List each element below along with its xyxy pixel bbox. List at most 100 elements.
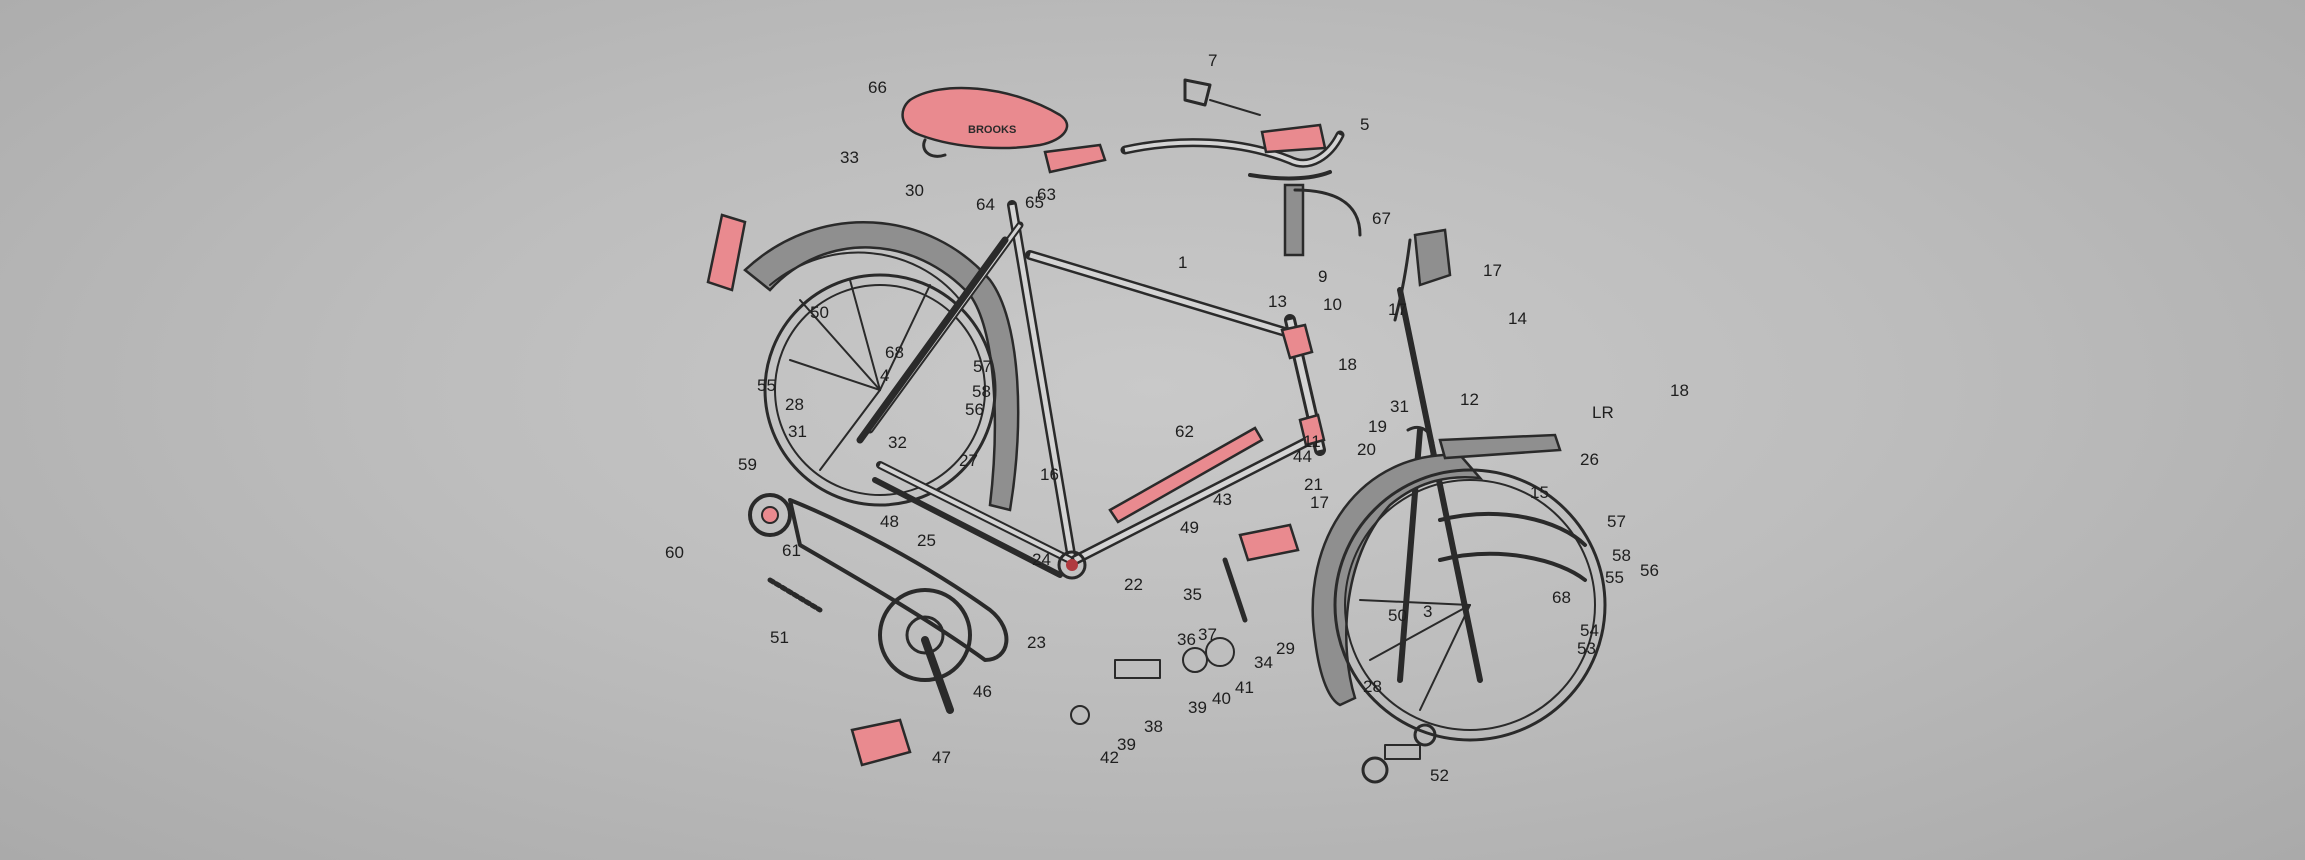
- callout-label-11: 11: [1303, 432, 1321, 451]
- bell-lever: [1183, 78, 1261, 116]
- saddle-brand-label: BROOKS: [968, 124, 1016, 136]
- callout-label-41: 41: [1235, 678, 1254, 697]
- front-hub: [1361, 723, 1437, 784]
- callout-label-3: 3: [1423, 602, 1432, 621]
- callout-label-17: 17: [1310, 493, 1329, 512]
- callout-label-55: 55: [757, 376, 776, 395]
- callout-label-55: 55: [1605, 568, 1624, 587]
- callout-label-14: 14: [1508, 309, 1527, 328]
- callout-label-13: 13: [1268, 292, 1287, 311]
- callout-label-31: 31: [788, 422, 807, 441]
- callout-label-58: 58: [972, 382, 991, 401]
- rear-light: [1393, 238, 1412, 322]
- callout-label-46: 46: [973, 682, 992, 701]
- callout-label-28: 28: [785, 395, 804, 414]
- callout-label-57: 57: [1607, 512, 1626, 531]
- callout-label-LR: LR: [1592, 403, 1614, 422]
- callout-label-9: 9: [1318, 267, 1327, 286]
- callout-label-24: 24: [1032, 550, 1051, 569]
- callout-label-50: 50: [810, 303, 829, 322]
- callout-label-29: 29: [1276, 639, 1295, 658]
- pedal-right: [1238, 523, 1300, 562]
- callout-label-36: 36: [1177, 630, 1196, 649]
- callout-label-4: 4: [880, 366, 889, 385]
- bottom-bracket-parts: [1070, 557, 1248, 725]
- callout-label-27: 27: [959, 451, 978, 470]
- callout-label-21: 21: [1304, 475, 1323, 494]
- callout-label-34: 34: [1254, 653, 1273, 672]
- callout-label-51: 51: [770, 628, 789, 647]
- callout-label-52: 52: [1430, 766, 1449, 785]
- callout-label-39: 39: [1117, 735, 1136, 754]
- callout-label-16: 16: [1040, 465, 1059, 484]
- stem: [1283, 183, 1362, 257]
- saddle: BROOKS: [901, 86, 1069, 158]
- callout-label-63: 63: [1037, 185, 1056, 204]
- callout-label-48: 48: [880, 512, 899, 531]
- callout-label-44: 44: [1293, 447, 1312, 466]
- chainring: [878, 588, 972, 682]
- callout-label-49: 49: [1180, 518, 1199, 537]
- callout-label-50: 50: [1388, 606, 1407, 625]
- callout-label-20: 20: [1357, 440, 1376, 459]
- callout-label-12: 12: [1460, 390, 1479, 409]
- front-fender: [1311, 453, 1484, 707]
- rear-mudflap-part: [706, 213, 747, 292]
- callout-label-68: 68: [1552, 588, 1571, 607]
- callout-label-18: 18: [1338, 355, 1357, 374]
- callout-label-17: 17: [1483, 261, 1502, 280]
- callout-label-40: 40: [1212, 689, 1231, 708]
- callout-label-39: 39: [1188, 698, 1207, 717]
- front-wheel: [1333, 468, 1607, 742]
- main-frame: [856, 200, 1326, 580]
- callout-label-25: 25: [917, 531, 936, 550]
- callout-label-26: 26: [1580, 450, 1599, 469]
- rear-sprocket: [748, 493, 792, 537]
- callout-label-56: 56: [1640, 561, 1659, 580]
- callout-label-43: 43: [1213, 490, 1232, 509]
- callout-label-7: 7: [1208, 51, 1217, 70]
- callout-label-54: 54: [1580, 621, 1599, 640]
- callout-label-35: 35: [1183, 585, 1202, 604]
- crank-arm: [921, 636, 954, 714]
- grip-left: [1043, 143, 1107, 174]
- rear-fender: [743, 221, 1020, 512]
- callout-label-65: 65: [1025, 193, 1044, 212]
- callout-label-1: 1: [1178, 253, 1187, 272]
- callout-label-37: 37: [1198, 625, 1217, 644]
- callout-label-28: 28: [1363, 677, 1382, 696]
- pedal-left: [850, 718, 912, 767]
- callout-label-62: 62: [1175, 422, 1194, 441]
- callout-label-67: 67: [1372, 209, 1391, 228]
- callout-label-18: 18: [1670, 381, 1689, 400]
- chainguard: [788, 498, 1009, 662]
- frame-pump: [1108, 426, 1264, 524]
- callout-label-17: 17: [1388, 300, 1407, 319]
- callout-label-59: 59: [738, 455, 757, 474]
- callout-label-10: 10: [1323, 295, 1342, 314]
- callout-label-31: 31: [1390, 397, 1409, 416]
- callout-label-56: 56: [965, 400, 984, 419]
- chain: [767, 577, 823, 613]
- callout-label-30: 30: [905, 181, 924, 200]
- handlebar: [1120, 130, 1345, 181]
- callout-label-53: 53: [1577, 639, 1596, 658]
- reflector-front: [1413, 228, 1452, 287]
- callout-label-23: 23: [1027, 633, 1046, 652]
- callout-label-42: 42: [1100, 748, 1119, 767]
- callout-label-22: 22: [1124, 575, 1143, 594]
- front-rack: [1438, 433, 1587, 582]
- callout-label-57: 57: [973, 357, 992, 376]
- callout-label-64: 64: [976, 195, 995, 214]
- callout-label-58: 58: [1612, 546, 1631, 565]
- callout-label-60: 60: [665, 543, 684, 562]
- callout-label-32: 32: [888, 433, 907, 452]
- rear-wheel: [763, 273, 997, 507]
- callout-label-5: 5: [1360, 115, 1369, 134]
- callout-label-33: 33: [840, 148, 859, 167]
- callout-label-19: 19: [1368, 417, 1387, 436]
- callout-label-61: 61: [782, 541, 801, 560]
